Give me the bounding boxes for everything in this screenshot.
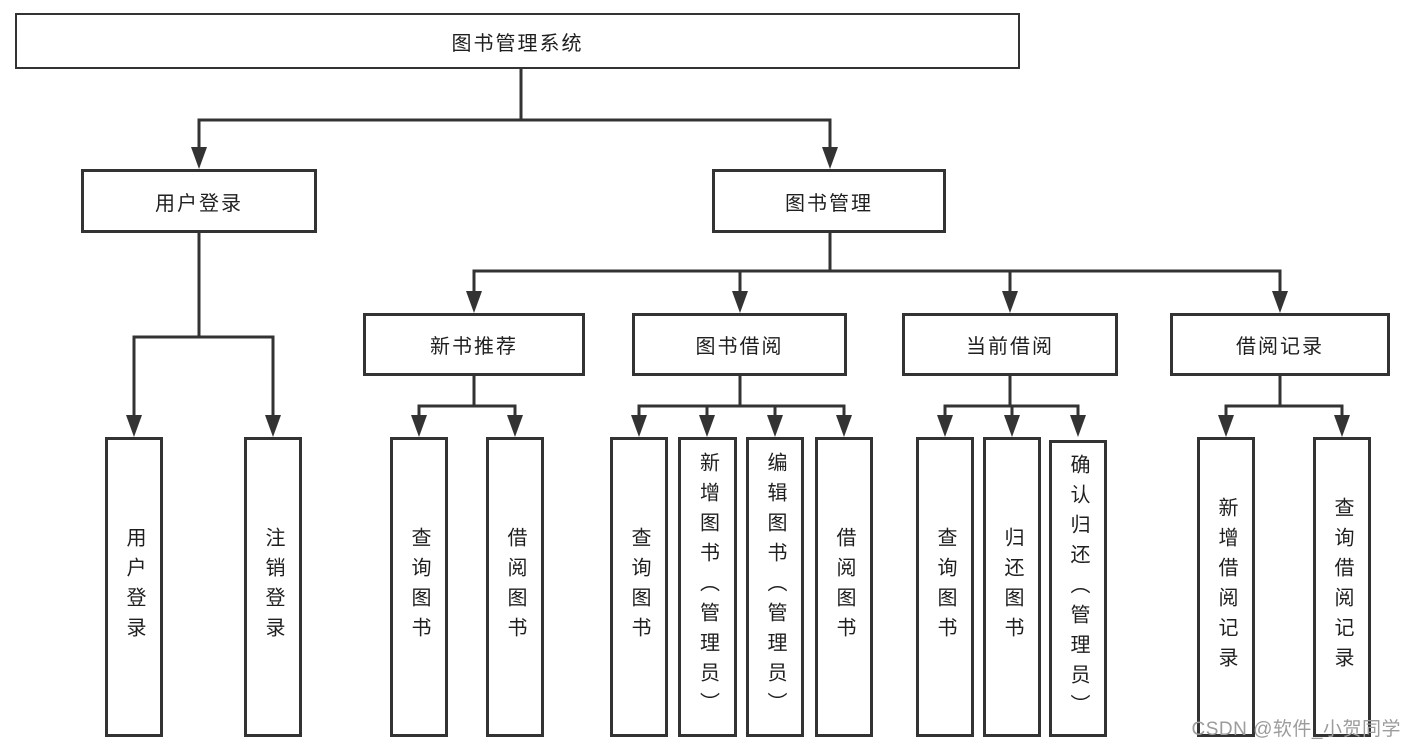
leaf-query-books-2: 查询图书 — [610, 437, 668, 737]
leaf-label: 查询图书 — [934, 527, 956, 647]
leaf-label: 借阅图书 — [833, 527, 855, 647]
node-label: 当前借阅 — [966, 336, 1054, 358]
leaf-label: 查询图书 — [628, 527, 650, 647]
leaf-confirm-return-admin: 确认归还（管理员） — [1049, 440, 1107, 737]
node-current-borrow: 当前借阅 — [902, 313, 1118, 376]
leaf-label: 归还图书 — [1001, 527, 1023, 647]
node-label: 借阅记录 — [1236, 336, 1324, 358]
leaf-return-books: 归还图书 — [983, 437, 1041, 737]
leaf-query-borrow-record: 查询借阅记录 — [1313, 437, 1371, 737]
leaf-label: 确认归还（管理员） — [1067, 453, 1089, 724]
arrowheads — [126, 147, 1350, 437]
leaf-label: 借阅图书 — [504, 527, 526, 647]
leaf-label: 用户登录 — [123, 527, 145, 647]
leaf-label: 编辑图书（管理员） — [764, 452, 786, 722]
leaf-query-books-1: 查询图书 — [390, 437, 448, 737]
node-user-login-branch: 用户登录 — [81, 169, 317, 233]
node-book-management-branch: 图书管理 — [712, 169, 946, 233]
leaf-borrow-books-2: 借阅图书 — [815, 437, 873, 737]
leaf-query-books-3: 查询图书 — [916, 437, 974, 737]
leaf-label: 查询图书 — [408, 527, 430, 647]
node-book-borrow: 图书借阅 — [632, 313, 847, 376]
leaf-borrow-books-1: 借阅图书 — [486, 437, 544, 737]
leaf-user-login: 用户登录 — [105, 437, 163, 737]
node-label: 图书管理 — [785, 192, 873, 215]
watermark: CSDN @软件_小贺同学 — [1191, 719, 1401, 740]
leaf-label: 查询借阅记录 — [1331, 497, 1353, 677]
leaf-logout: 注销登录 — [244, 437, 302, 737]
leaf-label: 新增借阅记录 — [1215, 497, 1237, 677]
node-borrow-records: 借阅记录 — [1170, 313, 1390, 376]
leaf-label: 注销登录 — [262, 527, 284, 647]
node-label: 图书借阅 — [695, 336, 784, 358]
leaf-edit-books-admin: 编辑图书（管理员） — [746, 437, 804, 737]
leaf-add-borrow-record: 新增借阅记录 — [1197, 437, 1255, 737]
leaf-add-books-admin: 新增图书（管理员） — [678, 437, 737, 737]
node-new-book-recommend: 新书推荐 — [363, 313, 585, 376]
leaf-label: 新增图书（管理员） — [696, 452, 719, 722]
node-label: 新书推荐 — [430, 336, 518, 358]
node-root-label: 图书管理系统 — [451, 32, 584, 55]
node-root-system: 图书管理系统 — [15, 13, 1020, 69]
node-label: 用户登录 — [155, 192, 243, 215]
